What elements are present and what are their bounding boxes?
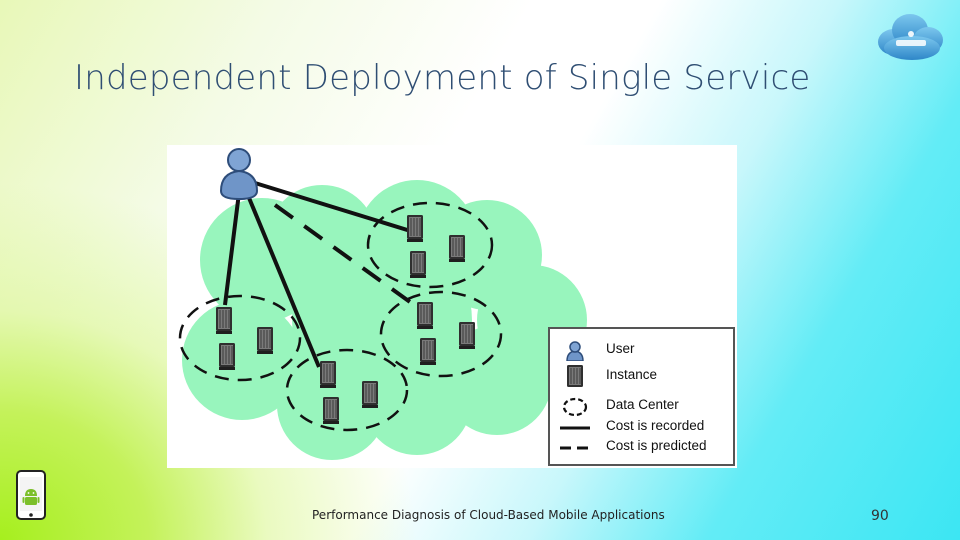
user-icon xyxy=(566,341,584,361)
server-icon xyxy=(256,326,274,355)
legend-label: User xyxy=(606,341,635,356)
recorded-link-left xyxy=(223,192,241,306)
server-icon xyxy=(458,321,476,350)
server-icon xyxy=(448,234,466,263)
server-icon xyxy=(567,365,583,387)
deployment-diagram xyxy=(167,145,737,468)
footer-text: Performance Diagnosis of Cloud-Based Mob… xyxy=(312,508,665,522)
page-number: 90 xyxy=(871,508,889,524)
user-icon xyxy=(219,148,259,201)
server-icon xyxy=(416,301,434,330)
legend-item-user: User xyxy=(550,339,733,363)
android-phone-icon xyxy=(16,470,46,520)
legend-item-predicted: Cost is predicted xyxy=(550,436,733,460)
legend-label: Instance xyxy=(606,367,658,382)
dashed-circle-icon xyxy=(562,397,588,417)
solid-line-icon xyxy=(560,426,590,430)
legend-item-instance: Instance xyxy=(550,365,733,389)
dashed-line-icon xyxy=(560,446,590,450)
server-icon xyxy=(322,396,340,425)
connections xyxy=(223,181,419,368)
server-icon xyxy=(361,380,379,409)
data-centers xyxy=(178,201,503,432)
server-icon xyxy=(419,337,437,366)
legend-label: Cost is recorded xyxy=(606,418,705,433)
server-icon xyxy=(409,250,427,279)
legend-item-recorded: Cost is recorded xyxy=(550,416,733,440)
data-center-left xyxy=(178,294,302,382)
data-center-bottom xyxy=(285,348,409,432)
legend: User Instance Data Center Cost is record… xyxy=(548,327,735,466)
legend-item-data-center: Data Center xyxy=(550,395,733,419)
server-icon xyxy=(406,214,424,243)
legend-label: Cost is predicted xyxy=(606,438,707,453)
server-icon xyxy=(218,342,236,371)
data-center-right xyxy=(379,290,503,378)
server-icon xyxy=(319,360,337,389)
server-icon xyxy=(215,306,233,335)
recorded-link-bottom xyxy=(245,192,321,368)
recorded-link-top xyxy=(254,181,418,235)
cloud-logo-icon xyxy=(878,14,943,60)
diagram-canvas xyxy=(178,148,587,460)
legend-label: Data Center xyxy=(606,397,679,412)
data-center-top xyxy=(366,201,494,289)
slide-title: Independent Deployment of Single Service xyxy=(74,58,811,98)
predicted-link-right xyxy=(273,203,419,309)
